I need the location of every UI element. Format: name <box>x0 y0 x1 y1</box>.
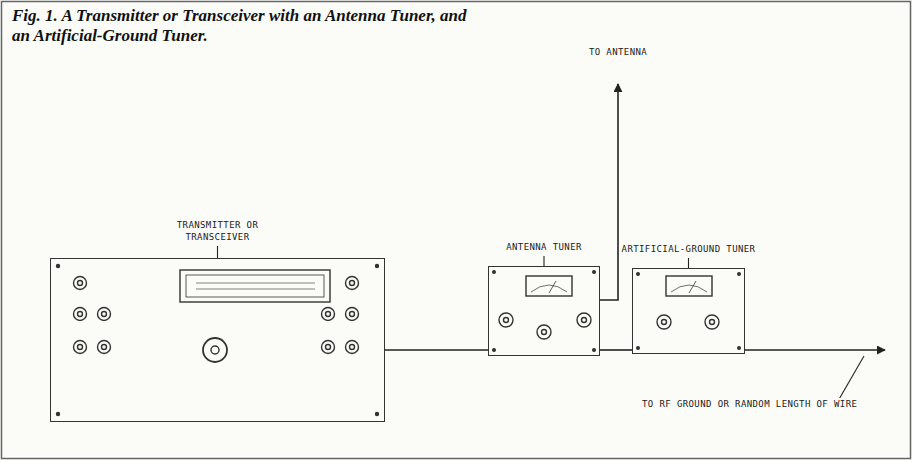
coax-cable <box>600 349 632 351</box>
equipment-label: ANTENNA TUNER <box>479 241 609 253</box>
equipment-label: TRANSMITTER OR TRANSCEIVER <box>168 219 268 243</box>
callout-label: TO ANTENNA <box>587 46 649 58</box>
antenna-feed <box>600 84 618 300</box>
ground-feed <box>745 349 885 351</box>
figure-title: Fig. 1. A Transmitter or Transceiver wit… <box>12 6 482 46</box>
leader-line <box>838 356 864 401</box>
leader-line <box>217 246 218 258</box>
antenna-tuner-panel <box>493 271 596 352</box>
equipment-label: ARTIFICIAL-GROUND TUNER <box>604 243 774 255</box>
equipment-box: TRANSMITTER OR TRANSCEIVER <box>50 258 385 422</box>
transmitter-panel <box>57 265 379 416</box>
coax-cable <box>385 349 488 351</box>
leader-line <box>688 258 689 268</box>
ground-tuner-panel <box>637 273 741 350</box>
equipment-box: ARTIFICIAL-GROUND TUNER <box>632 268 745 354</box>
callout-label: TO RF GROUND OR RANDOM LENGTH OF WIRE <box>640 398 859 410</box>
equipment-box: ANTENNA TUNER <box>488 266 600 356</box>
leader-line <box>543 256 544 266</box>
